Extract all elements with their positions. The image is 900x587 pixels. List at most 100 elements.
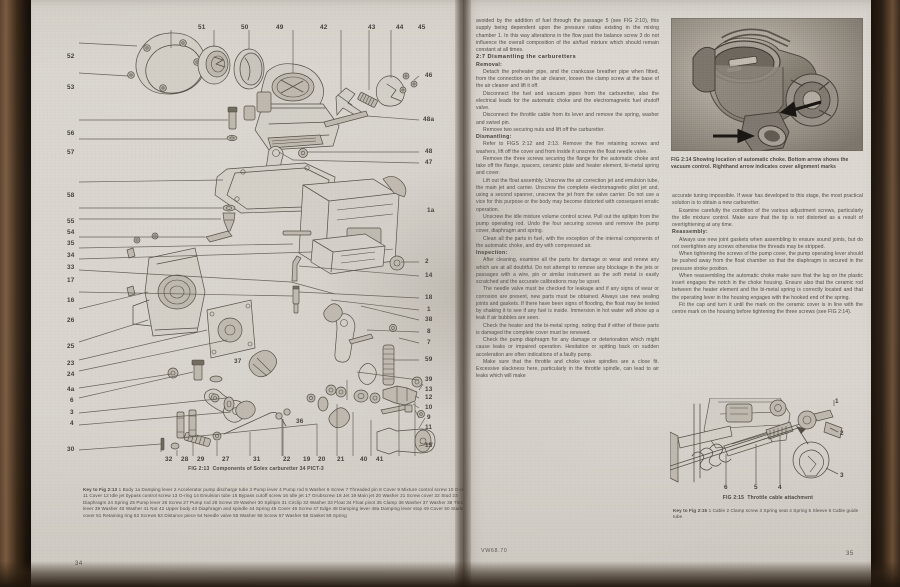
continuation-paragraph: accurate tuning impossible. If wear has … <box>672 193 863 207</box>
callout-48a: 48a <box>423 116 435 123</box>
callout-10: 10 <box>425 404 433 411</box>
callout-44: 44 <box>396 24 404 31</box>
callout-23: 23 <box>67 360 75 367</box>
callout-215-5: 5 <box>754 484 758 491</box>
dismantling-p1: Refer to FIGS 2:12 and 2:13. Remove the … <box>476 141 659 155</box>
callout-9: 9 <box>427 414 431 421</box>
inspection-heading: Inspection: <box>476 250 508 256</box>
callout-18: 18 <box>425 294 433 301</box>
exploded-carburetter-diagram: VW 43 PICT 3 <box>78 30 436 456</box>
figure-caption-215: FIG 2:15 Throttle cable attachment <box>678 495 858 502</box>
right-column-2: accurate tuning impossible. If wear has … <box>672 193 863 316</box>
figure-caption-215-fig: FIG 2:15 <box>722 495 745 501</box>
callout-6: 6 <box>70 397 74 404</box>
callout-54: 54 <box>67 229 75 236</box>
callout-22: 22 <box>283 456 291 463</box>
reassembly-p1: Always use new joint gaskets when assemb… <box>672 236 863 250</box>
removal-p3: Disconnect the throttle cable from its l… <box>476 112 659 126</box>
callout-3: 3 <box>70 409 74 416</box>
callout-1: 1 <box>427 306 431 313</box>
inspection-p2: The needle valve must be checked for lea… <box>476 286 659 322</box>
callout-55: 55 <box>67 218 75 225</box>
callout-36: 36 <box>296 418 304 425</box>
section-title: Dismantling the carburetters <box>487 54 577 61</box>
figure-photo-214 <box>671 18 863 151</box>
reassembly-p2: When tightening the screws of the pump c… <box>672 251 863 272</box>
callout-43: 43 <box>368 24 376 31</box>
key-215-title: Key to Fig 2:15 <box>673 508 708 513</box>
callout-57: 57 <box>67 149 75 156</box>
callout-32: 32 <box>165 456 173 463</box>
callout-24: 24 <box>67 371 75 378</box>
callout-4: 4 <box>70 420 74 427</box>
callout-38: 38 <box>425 316 433 323</box>
callout-37: 37 <box>234 358 242 365</box>
reassembly-p4: Fit the cap and turn it until the mark o… <box>672 301 863 315</box>
callout-12: 12 <box>425 394 433 401</box>
removal-p2: Disconnect the fuel and vacuum pipes fro… <box>476 90 659 112</box>
key-entries: 1 Body 1a Damping lever 2 Accelerator pu… <box>83 487 471 518</box>
key-title: Key to Fig 2:13 <box>83 487 118 492</box>
callout-27: 27 <box>222 456 230 463</box>
key-to-fig-213: Key to Fig 2:13 1 Body 1a Damping lever … <box>83 487 473 519</box>
callout-16: 16 <box>67 297 75 304</box>
callout-1a: 1a <box>427 207 435 214</box>
callout-59: 59 <box>425 356 433 363</box>
callout-53: 53 <box>67 84 75 91</box>
intro-paragraph: avoided by the addition of fuel through … <box>476 18 659 53</box>
book-edge-right <box>870 0 900 587</box>
callout-50: 50 <box>241 24 249 31</box>
callout-51: 51 <box>198 24 206 31</box>
callout-20: 20 <box>318 456 326 463</box>
key-215-entries: 1 Cable 2 Clamp screw 3 Spring seat 4 Sp… <box>673 508 859 520</box>
callout-26: 26 <box>67 317 75 324</box>
page-number-right: 35 <box>846 551 854 557</box>
section-number: 2:7 <box>476 54 486 61</box>
callout-35: 35 <box>67 240 75 247</box>
callout-21: 21 <box>337 456 345 463</box>
figure-caption-213-text: Components of Solex carburetter 34 PICT-… <box>212 466 324 472</box>
dismantling-heading: Dismantling: <box>476 134 512 140</box>
right-page: FIG 2:14 Showing location of automatic c… <box>463 0 871 587</box>
callout-19: 19 <box>303 456 311 463</box>
callout-8: 8 <box>427 328 431 335</box>
dismantling-p2: Remove the three screws securing the fla… <box>476 155 659 177</box>
key-to-fig-215: Key to Fig 2:15 1 Cable 2 Clamp screw 3 … <box>673 508 861 521</box>
book-gutter <box>455 0 471 587</box>
callout-17: 17 <box>67 277 75 284</box>
adjust-screws-paragraph: Examine carefully the condition of the v… <box>672 207 863 229</box>
figure-throttle-cable-215 <box>670 398 843 484</box>
removal-p1: Detach the preheater pipe, and the crank… <box>476 68 659 90</box>
callout-33: 33 <box>67 264 75 271</box>
dismantling-p3: Lift out the float assembly. Unscrew the… <box>476 177 659 213</box>
callout-34: 34 <box>67 252 75 259</box>
callout-28: 28 <box>181 456 189 463</box>
removal-heading: Removal: <box>476 61 503 68</box>
callout-215-6: 6 <box>724 484 728 491</box>
callout-215-4: 4 <box>778 484 782 491</box>
callout-31: 31 <box>253 456 261 463</box>
inspection-p3: Check the heater and the bi-metal spring… <box>476 322 659 336</box>
callout-39: 39 <box>425 376 433 383</box>
book-edge-left <box>0 0 33 587</box>
figure-caption-215-text: Throttle cable attachment <box>747 495 814 501</box>
removal-p4: Remove two securing nuts and lift off th… <box>483 126 605 133</box>
footer-code: VW68.70 <box>481 548 508 554</box>
left-page: VW 43 PICT 3 <box>31 0 470 587</box>
callout-47: 47 <box>425 159 433 166</box>
callout-42: 42 <box>320 24 328 31</box>
dismantling-p4: Unscrew the idle mixture volume control … <box>476 213 659 235</box>
callout-56: 56 <box>67 130 75 137</box>
inspection-p5: Make sure that the throttle and choke va… <box>476 358 659 380</box>
figure-caption-213-fig: FIG 2:13 <box>188 466 210 472</box>
callout-4a: 4a <box>67 386 75 393</box>
callout-58: 58 <box>67 192 75 199</box>
callout-48: 48 <box>425 148 433 155</box>
figure-caption-214: FIG 2:14 Showing location of automatic c… <box>671 157 849 170</box>
callout-46: 46 <box>425 72 433 79</box>
section-heading-27: 2:7 Dismantling the carburetters <box>476 54 659 61</box>
callout-11: 11 <box>425 424 433 431</box>
callout-215-1: 1 <box>835 398 839 405</box>
callout-215-3: 3 <box>840 472 844 479</box>
callout-49: 49 <box>276 24 284 31</box>
